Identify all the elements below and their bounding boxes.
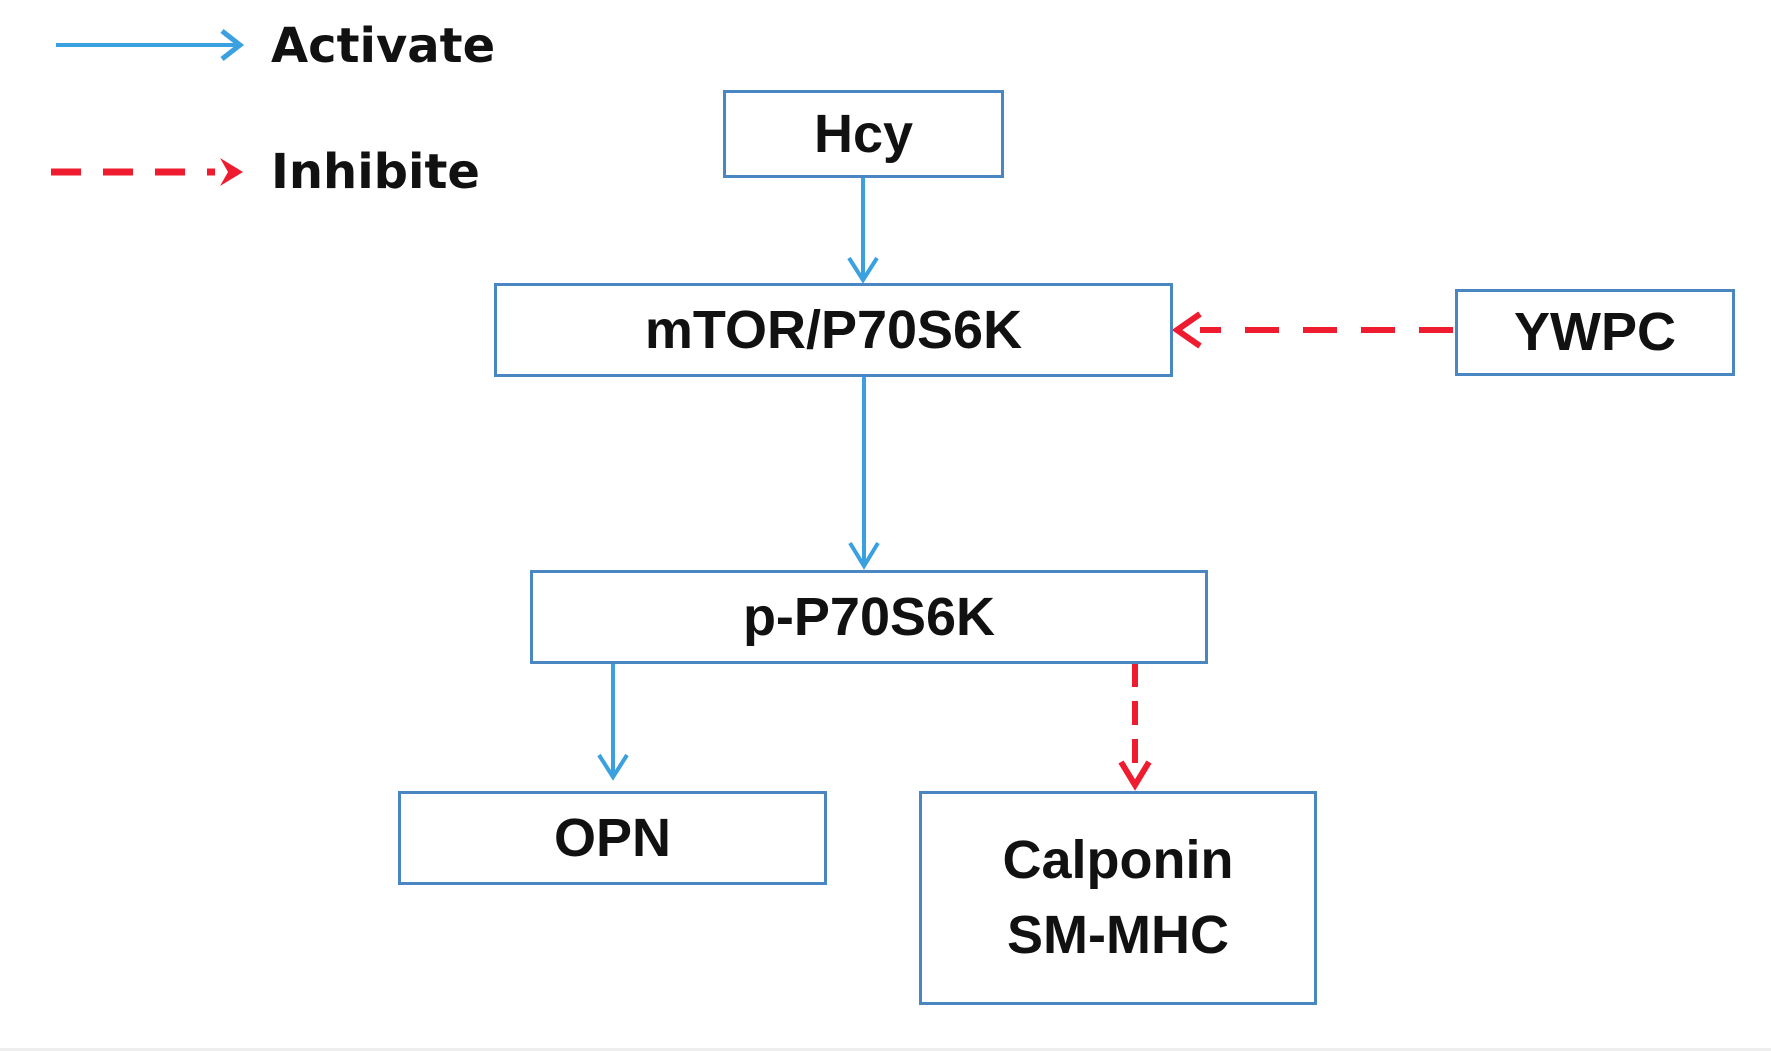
node-sm-mhc-label: SM-MHC bbox=[1007, 905, 1229, 965]
legend-inhibit-label: Inhibite bbox=[271, 144, 480, 200]
node-pp70-label: p-P70S6K bbox=[742, 586, 996, 647]
node-hcy-label: Hcy bbox=[813, 103, 914, 164]
node-mtor-label: mTOR/P70S6K bbox=[644, 299, 1023, 360]
node-calponin-sm-mhc: Calponin SM-MHC bbox=[919, 791, 1317, 1005]
legend-activate-arrow bbox=[56, 29, 245, 61]
node-p-p70s6k: p-P70S6K bbox=[530, 570, 1208, 664]
edge-ywpc-to-mtor bbox=[1171, 311, 1453, 349]
node-opn-label: OPN bbox=[553, 807, 672, 868]
edge-pp70-to-opn bbox=[597, 663, 629, 781]
node-calponin-label: Calponin bbox=[1002, 830, 1234, 891]
node-ywpc-label: YWPC bbox=[1514, 302, 1676, 363]
node-opn: OPN bbox=[398, 791, 827, 885]
bottom-border bbox=[0, 1048, 1771, 1051]
edge-pp70-to-calponin bbox=[1118, 663, 1152, 791]
legend-inhibit-arrow bbox=[51, 158, 243, 186]
node-mtor-p70s6k: mTOR/P70S6K bbox=[494, 283, 1173, 377]
node-hcy: Hcy bbox=[723, 90, 1004, 178]
edge-mtor-to-pp70 bbox=[848, 376, 880, 570]
edge-hcy-to-mtor bbox=[847, 177, 879, 284]
node-ywpc: YWPC bbox=[1455, 289, 1735, 376]
legend-activate-label: Activate bbox=[271, 18, 496, 74]
